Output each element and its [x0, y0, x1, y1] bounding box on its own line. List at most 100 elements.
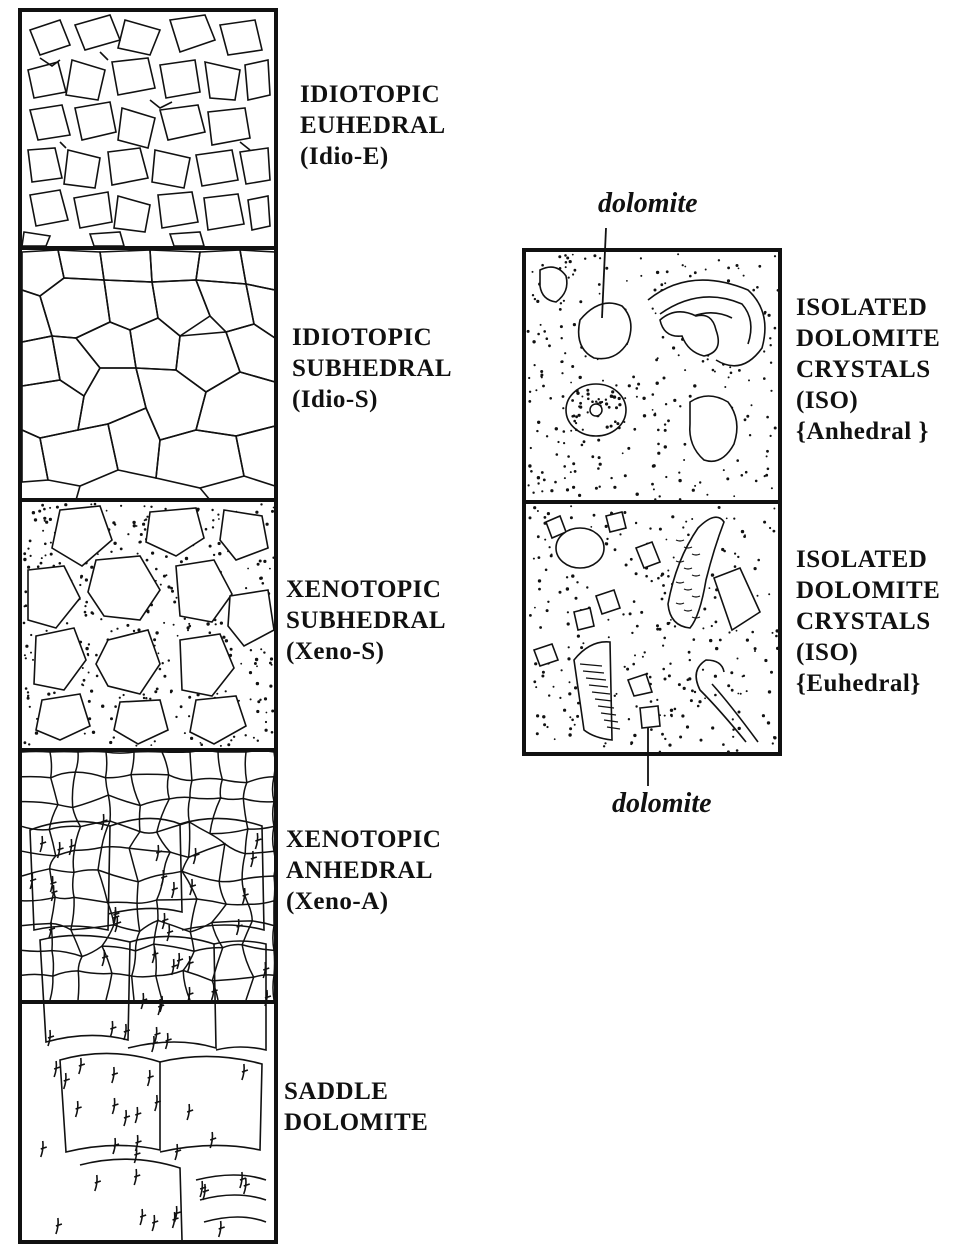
- stipple-dot: [30, 555, 32, 557]
- crystal-boundary: [22, 777, 58, 805]
- stipple-dot: [25, 687, 28, 690]
- stipple-dot: [678, 479, 681, 482]
- cleavage-trace: [76, 1101, 82, 1117]
- stipple-dot: [149, 698, 151, 700]
- stipple-dot: [763, 521, 766, 524]
- stipple-dot: [748, 379, 750, 381]
- crystal-boundary: [226, 904, 252, 921]
- stipple-dot: [146, 559, 149, 562]
- stipple-dot: [585, 355, 587, 357]
- stipple-dot: [674, 708, 677, 711]
- stipple-dot: [561, 372, 563, 374]
- stipple-dot: [563, 465, 566, 468]
- stipple-dot: [555, 427, 558, 430]
- stipple-dot: [32, 511, 35, 514]
- stipple-dot: [225, 690, 227, 692]
- stipple-dot: [85, 614, 88, 617]
- stipple-dot: [532, 294, 534, 296]
- stipple-dot: [662, 645, 664, 647]
- stipple-dot: [559, 308, 562, 311]
- stipple-dot: [727, 267, 730, 270]
- stipple-dot: [730, 671, 733, 674]
- stipple-dot: [541, 490, 543, 492]
- stipple-dot: [566, 488, 569, 491]
- stipple-dot: [630, 743, 632, 745]
- stipple-dot: [541, 264, 544, 267]
- cleavage-trace: [112, 1067, 118, 1083]
- cleavage-trace: [162, 913, 168, 929]
- stipple-dot: [218, 518, 220, 520]
- stipple-dot: [732, 718, 734, 720]
- stipple-dot: [727, 684, 730, 687]
- stipple-dot: [88, 700, 91, 703]
- stipple-dot: [610, 425, 613, 428]
- stipple-dot: [724, 386, 726, 388]
- stipple-dot: [535, 389, 537, 391]
- stipple-dot: [24, 741, 27, 744]
- stipple-dot: [91, 611, 94, 614]
- stipple-dot: [766, 450, 769, 453]
- stipple-dot: [529, 516, 532, 519]
- stipple-dot: [770, 344, 772, 346]
- stipple-dot: [664, 592, 667, 595]
- crystal-boundary: [169, 797, 190, 822]
- stipple-dot: [84, 733, 86, 735]
- stipple-dot: [664, 738, 666, 740]
- stipple-dot: [245, 734, 247, 736]
- stipple-dot: [56, 506, 59, 509]
- stipple-dot: [37, 565, 40, 568]
- stipple-dot: [106, 510, 108, 512]
- stipple-dot: [569, 681, 571, 683]
- stipple-dot: [44, 543, 47, 546]
- stipple-dot: [712, 369, 715, 372]
- stipple-dot: [684, 266, 686, 268]
- stipple-dot: [656, 382, 659, 385]
- stipple-dot: [256, 682, 259, 685]
- stipple-dot: [666, 539, 668, 541]
- stipple-dot: [256, 710, 259, 713]
- stipple-dot: [619, 533, 621, 535]
- stipple-dot: [610, 395, 613, 398]
- stipple-dot: [599, 486, 601, 488]
- crystal-boundary: [221, 798, 248, 829]
- stipple-dot: [635, 572, 638, 575]
- stipple-dot: [553, 686, 555, 688]
- stipple-dot: [85, 578, 88, 581]
- stipple-dot: [542, 671, 545, 674]
- stipple-dot: [601, 401, 603, 403]
- stipple-dot: [727, 279, 730, 282]
- stipple-dot: [686, 725, 689, 728]
- crystal-boundary: [170, 852, 189, 871]
- stipple-dot: [687, 534, 690, 537]
- stipple-dot: [254, 662, 257, 665]
- panel-xeno-s: [23, 503, 275, 747]
- cleavage-trace: [187, 1104, 193, 1120]
- stipple-dot: [662, 336, 665, 339]
- stipple-dot: [530, 447, 532, 449]
- cleavage-trace: [148, 1070, 154, 1086]
- stipple-dot: [561, 337, 563, 339]
- stipple-dot: [81, 683, 83, 685]
- stipple-dot: [643, 414, 646, 417]
- stipple-dot: [84, 611, 87, 614]
- crystal-boundary: [22, 802, 58, 830]
- stipple-dot: [572, 486, 575, 489]
- stipple-dot: [764, 659, 767, 662]
- stipple-dot: [599, 463, 602, 466]
- stipple-dot: [255, 511, 258, 514]
- stipple-dot: [757, 559, 760, 562]
- stipple-dot: [546, 337, 549, 340]
- stipple-dot: [35, 731, 38, 734]
- stipple-dot: [173, 624, 175, 626]
- stipple-dot: [636, 625, 639, 628]
- stipple-dot: [571, 574, 574, 577]
- stipple-dot: [547, 601, 549, 603]
- cleavage-trace: [140, 1209, 146, 1225]
- stipple-dot: [767, 721, 770, 724]
- stipple-dot: [212, 526, 214, 528]
- stipple-dot: [571, 719, 574, 722]
- stipple-dot: [233, 736, 235, 738]
- stipple-dot: [709, 587, 711, 589]
- stipple-dot: [681, 714, 684, 717]
- stipple-dot: [667, 622, 670, 625]
